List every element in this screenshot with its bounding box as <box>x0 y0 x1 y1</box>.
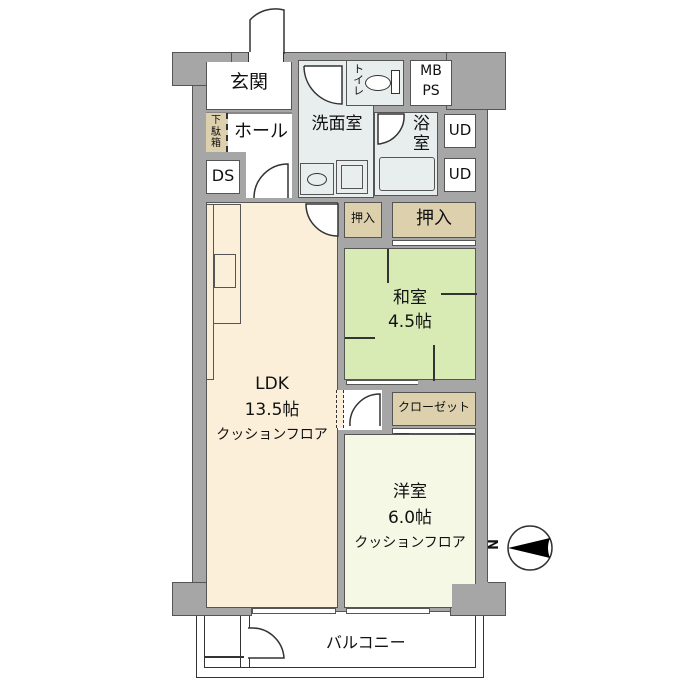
pillar-top-right <box>446 52 506 110</box>
balcony-label: バルコニー <box>326 633 406 652</box>
oshiire-small-label: 押入 <box>350 211 375 225</box>
ud-lower-label: UD <box>448 165 472 183</box>
closet-folding-door[interactable] <box>392 428 476 434</box>
ldk-floor: クッションフロア <box>216 427 328 443</box>
sink <box>300 163 334 195</box>
getabako-label: 下 駄 箱 <box>211 115 221 149</box>
kitchen-wall-panel <box>206 204 214 380</box>
ldk-size: 13.5帖 <box>244 400 300 420</box>
closet[interactable]: クローゼット <box>392 392 476 426</box>
toilet-tank-icon <box>391 70 400 94</box>
hall-door-swing <box>253 163 289 199</box>
oshiire-large[interactable]: 押入 <box>392 202 476 238</box>
ud-upper: UD <box>444 114 476 148</box>
ldk-name: LDK <box>255 374 289 394</box>
washitsu-name: 和室 <box>393 288 427 308</box>
toilet-bowl-icon <box>365 75 391 91</box>
compass-n-label: N <box>486 539 502 550</box>
youshitsu-balcony-window[interactable] <box>346 608 430 614</box>
washitsu-size: 4.5帖 <box>387 312 433 332</box>
youshitsu-door-swing <box>349 393 381 427</box>
oshiire-large-label: 押入 <box>416 208 452 229</box>
getabako: 下 駄 箱 <box>206 113 228 152</box>
youshitsu-size: 6.0帖 <box>387 508 433 528</box>
closet-label: クローゼット <box>397 400 470 414</box>
ps-label: PS <box>422 83 440 99</box>
ud-lower: UD <box>444 158 476 192</box>
washing-machine-pan <box>336 160 368 194</box>
ud-upper-label: UD <box>448 121 472 139</box>
senmenshitsu-label: 洗面室 <box>311 114 363 134</box>
tatami-line <box>441 293 477 295</box>
pillar-youshitsu-corner <box>452 584 478 610</box>
mb-label: MB <box>420 63 442 79</box>
oshiire-small[interactable]: 押入 <box>344 202 382 238</box>
toilet: トイレ <box>346 60 404 106</box>
washitsu-sliding-door[interactable] <box>346 380 418 385</box>
toilet-label: トイレ <box>351 63 365 96</box>
bathtub <box>379 157 435 191</box>
balcony-emergency-door-swing <box>248 627 285 659</box>
tatami-line <box>387 249 389 283</box>
bath-door-swing <box>377 113 405 145</box>
youshitsu-floor: クッションフロア <box>354 535 466 551</box>
bath-label-2: 室 <box>413 134 430 154</box>
hall-label: ホール <box>234 121 288 142</box>
youshitsu: 洋室 6.0帖 クッションフロア <box>344 434 476 608</box>
mb-ps: MB PS <box>410 60 452 106</box>
balcony-storage <box>204 656 244 658</box>
tatami-line <box>345 337 375 339</box>
ldk-opening-dashed <box>336 390 344 428</box>
kitchen-sink <box>214 254 236 288</box>
youshitsu-name: 洋室 <box>393 482 427 502</box>
genkan-label: 玄関 <box>229 71 268 93</box>
north-arrow-compass-icon <box>507 525 553 571</box>
entry-door-swing <box>249 8 285 54</box>
tatami-line <box>433 345 435 381</box>
ldk-door-swing <box>305 203 339 237</box>
ds-shaft: DS <box>206 160 240 194</box>
entry-door-opening[interactable] <box>248 52 284 62</box>
ldk-balcony-window[interactable] <box>252 608 336 614</box>
bath-label-1: 浴 <box>413 114 430 134</box>
washitsu: 和室 4.5帖 <box>344 248 477 381</box>
oshiire-sliding-door[interactable] <box>392 240 476 246</box>
ds-label: DS <box>211 166 235 185</box>
genkan: 玄関 <box>206 62 292 110</box>
toilet-door-swing <box>303 65 343 105</box>
